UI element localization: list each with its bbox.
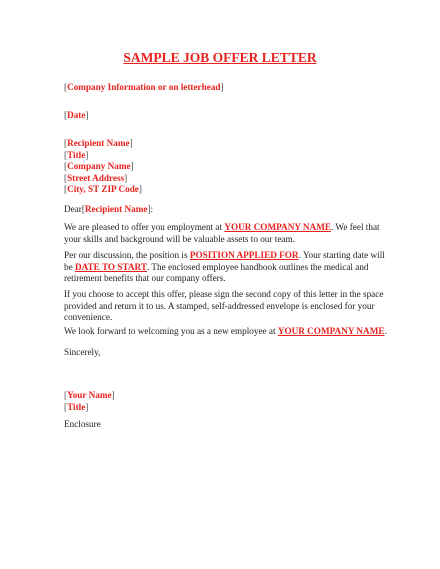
recipient-street: [Street Address] [64, 172, 128, 183]
recipient-city: [City, ST ZIP Code] [64, 184, 142, 194]
signature-name: [Your Name] [64, 390, 115, 400]
company-name-placeholder: YOUR COMPANY NAME [224, 222, 331, 232]
paragraph-position: Per our discussion, the position is POSI… [64, 250, 385, 283]
recipient-name: [Recipient Name] [64, 138, 133, 148]
start-date-placeholder: DATE TO START [74, 261, 147, 272]
signature-title: [Title] [64, 401, 89, 412]
paragraph-offer: We are pleased to offer you employment a… [64, 222, 380, 244]
recipient-company: [Company Name] [64, 161, 134, 171]
paragraph-welcome: We look forward to welcoming you as a ne… [64, 326, 387, 336]
closing: Sincerely, [64, 347, 101, 357]
salutation: Dear[Recipient Name]: [64, 204, 154, 214]
signature-block: [Your Name] [Title] [64, 390, 382, 413]
enclosure-note: Enclosure [64, 419, 101, 429]
paragraph-accept: If you choose to accept this offer, plea… [64, 289, 384, 322]
company-name-placeholder-2: YOUR COMPANY NAME [277, 326, 385, 336]
recipient-address-block: [Recipient Name] [Title] [Company Name] … [64, 138, 382, 196]
date-placeholder: [Date] [64, 110, 89, 120]
company-info-placeholder: [Company Information or on letterhead] [64, 82, 224, 92]
document-title: SAMPLE JOB OFFER LETTER [123, 50, 317, 65]
recipient-title: [Title] [64, 149, 89, 160]
position-placeholder: POSITION APPLIED FOR [189, 250, 299, 260]
